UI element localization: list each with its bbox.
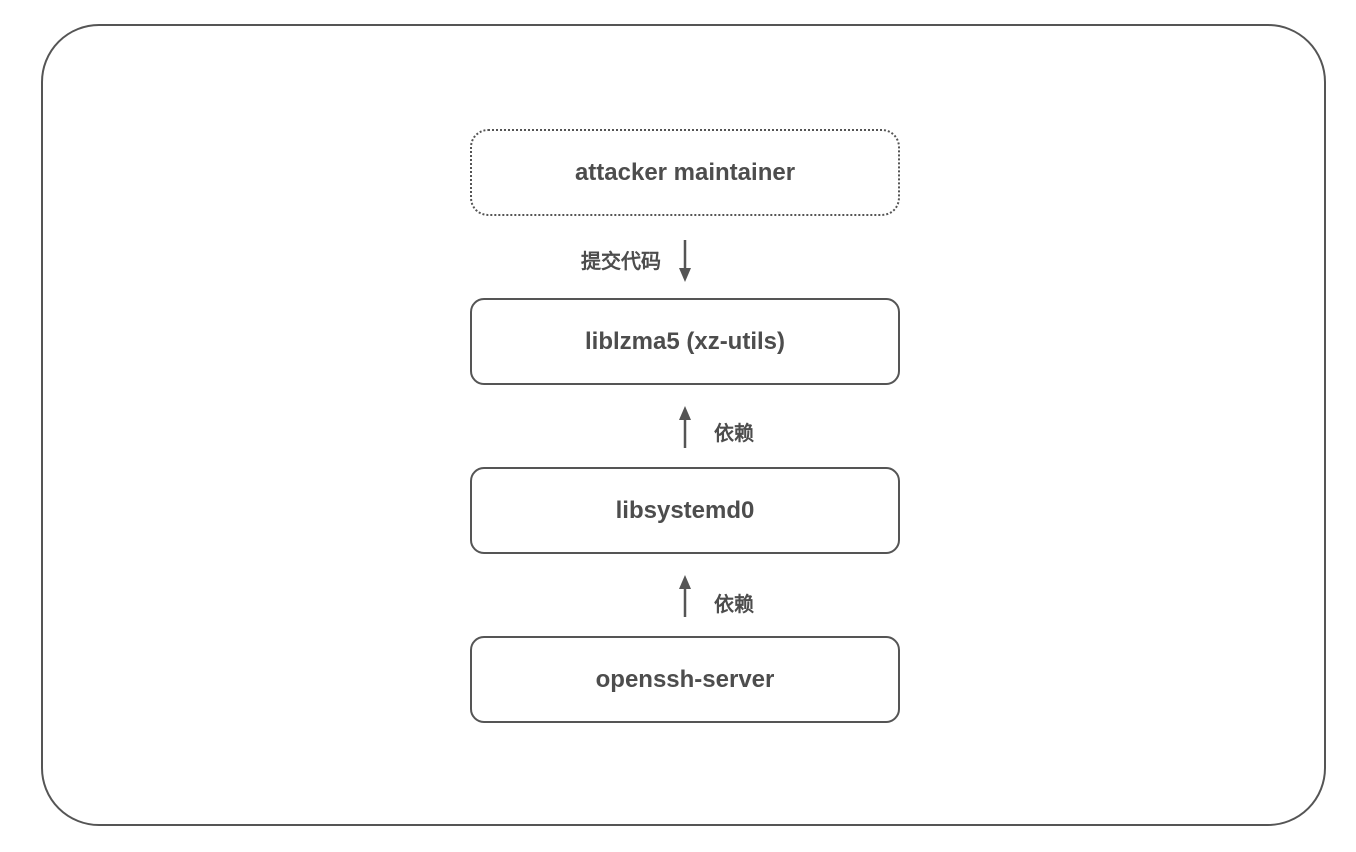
node-libsystemd0: libsystemd0 xyxy=(470,467,900,554)
node-liblzma5: liblzma5 (xz-utils) xyxy=(470,298,900,385)
edge-label-dependency-2: 依赖 xyxy=(714,592,754,616)
node-liblzma5-label: liblzma5 (xz-utils) xyxy=(584,327,786,355)
edge-label-commit: 提交代码 xyxy=(581,249,661,273)
node-libsystemd0-label: libsystemd0 xyxy=(615,496,755,524)
edge-label-dependency-1: 依赖 xyxy=(714,421,754,445)
node-attacker-maintainer: attacker maintainer xyxy=(470,129,900,216)
node-openssh-server-label: openssh-server xyxy=(595,665,775,693)
node-openssh-server: openssh-server xyxy=(470,636,900,723)
diagram-frame xyxy=(41,24,1326,826)
node-attacker-maintainer-label: attacker maintainer xyxy=(574,158,796,186)
